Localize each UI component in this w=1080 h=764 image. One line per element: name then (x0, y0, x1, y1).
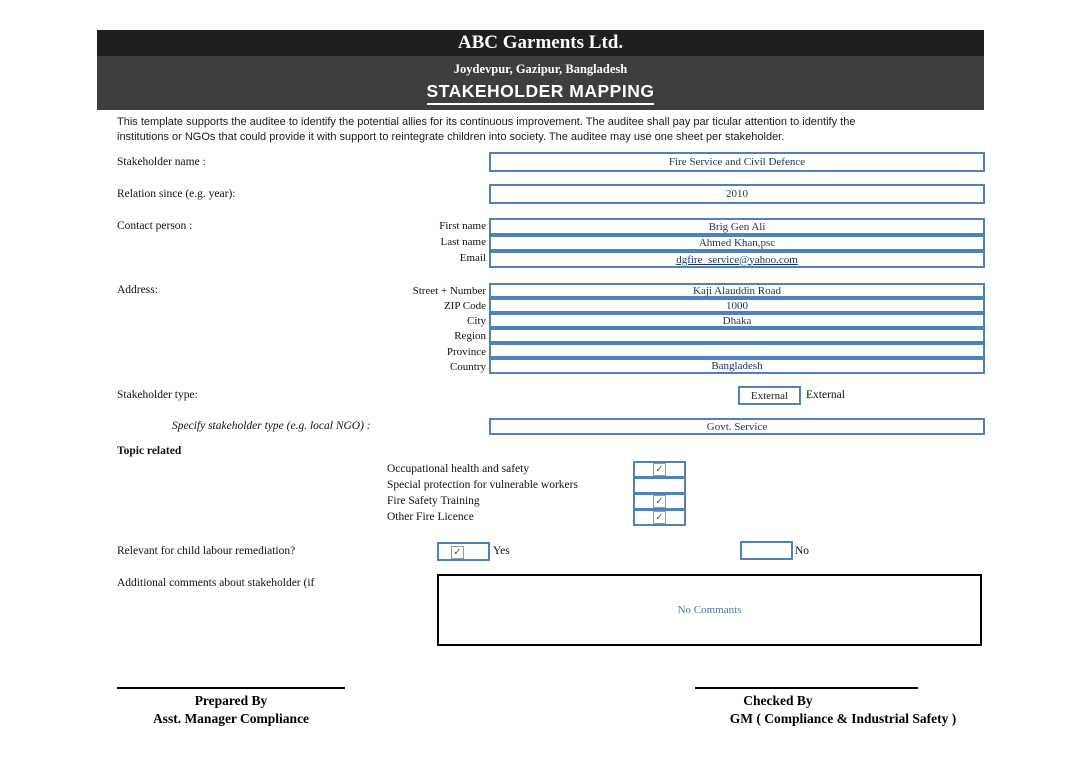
topic-label-vulnerable: Special protection for vulnerable worker… (387, 479, 578, 491)
stakeholder-name-value: Fire Service and Civil Defence (668, 156, 806, 168)
relation-since-input[interactable]: 2010 (489, 184, 985, 204)
checkmark-icon: ✓ (653, 511, 666, 524)
checked-by-title: Checked By (743, 693, 813, 708)
zip-value: 1000 (726, 299, 748, 312)
zip-label: ZIP Code (443, 300, 486, 312)
child-labour-yes-checkbox[interactable]: ✓ (437, 542, 490, 561)
company-address: Joydevpur, Gazipur, Bangladesh (453, 62, 628, 76)
address-label: Address: (117, 284, 158, 296)
province-input[interactable] (489, 343, 985, 358)
stakeholder-type-select[interactable]: External (738, 386, 801, 405)
child-labour-label: Relevant for child labour remediation? (117, 545, 296, 557)
comments-value: No Commants (677, 604, 742, 616)
company-name: ABC Garments Ltd. (457, 32, 624, 53)
first-name-value: Brig Gen Ali (708, 220, 766, 233)
header-title-bar: Joydevpur, Gazipur, Bangladesh STAKEHOLD… (97, 56, 984, 110)
first-name-label: First name (439, 220, 486, 232)
no-label: No (795, 545, 810, 557)
street-label: Street + Number (412, 285, 486, 297)
city-value: Dhaka (722, 314, 752, 327)
checked-by-signature-line (695, 687, 918, 689)
province-label: Province (446, 346, 486, 358)
prepared-by-title: Prepared By (194, 693, 268, 708)
checked-by-role: GM ( Compliance & Industrial Safety ) (729, 711, 957, 726)
prepared-by-signature-line (117, 687, 345, 689)
stakeholder-name-label: Stakeholder name : (117, 156, 206, 168)
intro-line-1: This template supports the auditee to id… (117, 116, 856, 128)
topic-checkbox-vulnerable[interactable] (633, 477, 686, 494)
topic-label-fire-licence: Other Fire Licence (387, 511, 474, 523)
intro-line-2: institutions or NGOs that could provide … (117, 131, 785, 143)
last-name-value: Ahmed Khan,psc (698, 237, 776, 249)
comments-textarea[interactable]: No Commants (437, 574, 982, 646)
region-input[interactable] (489, 328, 985, 343)
child-labour-no-checkbox[interactable] (740, 541, 793, 560)
topic-related-heading: Topic related (117, 445, 182, 457)
checkmark-icon: ✓ (653, 463, 666, 476)
city-label: City (467, 315, 486, 327)
topic-checkbox-fire-licence[interactable]: ✓ (633, 509, 686, 526)
stakeholder-type-label: Stakeholder type: (117, 389, 198, 401)
email-link[interactable]: dgfire_service@yahoo.com (676, 253, 798, 266)
country-input[interactable]: Bangladesh (489, 358, 985, 374)
specify-type-label: Specify stakeholder type (e.g. local NGO… (172, 420, 371, 432)
topic-label-fire-training: Fire Safety Training (387, 495, 480, 507)
region-label: Region (454, 330, 486, 342)
topic-label-ohs: Occupational health and safety (387, 463, 530, 475)
street-value: Kaji Alauddin Road (693, 284, 781, 297)
stakeholder-type-side-label: External (806, 389, 845, 401)
country-label: Country (449, 361, 486, 373)
stakeholder-name-input[interactable]: Fire Service and Civil Defence (489, 152, 985, 172)
city-input[interactable]: Dhaka (489, 313, 985, 328)
relation-since-value: 2010 (726, 188, 748, 200)
header-company-bar: ABC Garments Ltd. (97, 30, 984, 56)
email-label: Email (459, 252, 486, 264)
country-value: Bangladesh (711, 360, 763, 372)
last-name-input[interactable]: Ahmed Khan,psc (489, 235, 985, 251)
specify-type-input[interactable]: Govt. Service (489, 418, 985, 435)
street-input[interactable]: Kaji Alauddin Road (489, 283, 985, 298)
zip-input[interactable]: 1000 (489, 298, 985, 313)
comments-label: Additional comments about stakeholder (i… (117, 577, 315, 589)
yes-label: Yes (493, 545, 510, 557)
form-title: STAKEHOLDER MAPPING (426, 81, 655, 105)
topic-checkbox-ohs[interactable]: ✓ (633, 461, 686, 478)
last-name-label: Last name (440, 236, 486, 248)
specify-type-value: Govt. Service (706, 420, 768, 433)
intro-text: This template supports the auditee to id… (117, 115, 877, 145)
stakeholder-type-value: External (750, 389, 789, 402)
topic-checkbox-fire-training[interactable]: ✓ (633, 493, 686, 510)
checkmark-icon: ✓ (653, 495, 666, 508)
prepared-by-role: Asst. Manager Compliance (152, 711, 310, 726)
relation-since-label: Relation since (e.g. year): (117, 188, 236, 200)
first-name-input[interactable]: Brig Gen Ali (489, 218, 985, 235)
contact-person-label: Contact person : (117, 220, 193, 232)
checkmark-icon: ✓ (451, 546, 464, 559)
email-input[interactable]: dgfire_service@yahoo.com (489, 251, 985, 268)
